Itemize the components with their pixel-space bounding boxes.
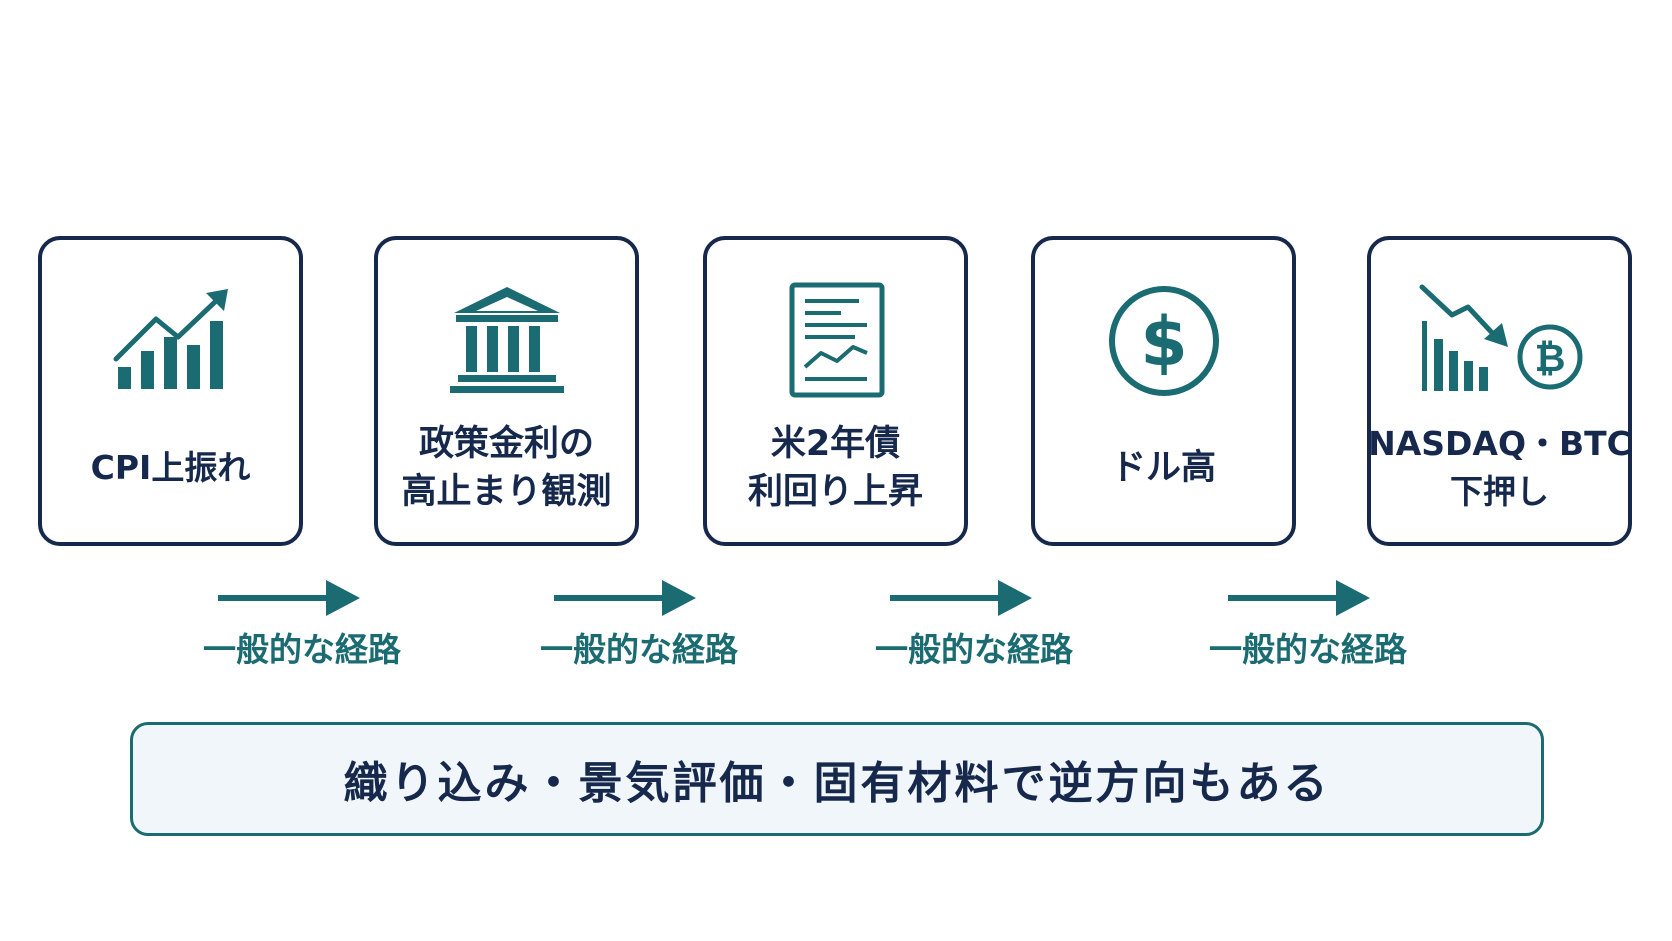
step-label-dollar: ドル高 xyxy=(1110,448,1216,488)
bank-building-icon xyxy=(378,276,635,406)
caveat-note-text: 織り込み・景気評価・固有材料で逆方向もある xyxy=(343,758,1331,809)
step-card-dollar: $ ドル高 xyxy=(1031,236,1296,546)
svg-text:$: $ xyxy=(1140,303,1187,382)
step-card-cpi: CPI上振れ xyxy=(38,236,303,546)
step-label-nasdaq-btc: NASDAQ・BTC 下押し xyxy=(1368,424,1631,511)
step-card-policy-rate: 政策金利の 高止まり観測 xyxy=(374,236,639,546)
step-card-nasdaq-btc: ₿ NASDAQ・BTC 下押し xyxy=(1367,236,1632,546)
yield-document-icon xyxy=(707,276,964,406)
arrow-right-icon xyxy=(218,580,360,616)
falling-chart-bitcoin-icon: ₿ xyxy=(1371,276,1628,406)
connector-label: 一般的な経路 xyxy=(203,630,401,669)
step-card-us-2y-yield: 米2年債 利回り上昇 xyxy=(703,236,968,546)
caveat-note-box: 織り込み・景気評価・固有材料で逆方向もある xyxy=(130,722,1544,836)
rising-bar-chart-icon xyxy=(42,276,299,406)
arrow-right-icon xyxy=(1228,580,1370,616)
arrow-right-icon xyxy=(554,580,696,616)
connector-label: 一般的な経路 xyxy=(540,630,738,669)
step-label-us-2y-yield: 米2年債 利回り上昇 xyxy=(747,424,923,512)
step-label-policy-rate: 政策金利の 高止まり観測 xyxy=(401,424,612,512)
connector-label: 一般的な経路 xyxy=(1209,630,1407,669)
connector-label: 一般的な経路 xyxy=(875,630,1073,669)
arrow-right-icon xyxy=(890,580,1032,616)
step-label-cpi: CPI上振れ xyxy=(90,448,251,487)
dollar-coin-icon: $ xyxy=(1035,276,1292,406)
svg-text:₿: ₿ xyxy=(1534,336,1565,380)
